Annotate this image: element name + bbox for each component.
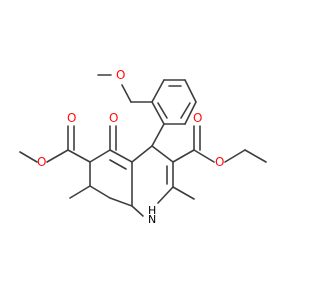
atom-labels: O O O O O O N H (37, 68, 224, 226)
atom-o-ester-right-carbonyl: O (193, 111, 202, 125)
bond (109, 197, 133, 207)
atom-o-ester-right-single: O (215, 155, 224, 169)
bond (151, 101, 165, 125)
molecule-structure: O O O O O O N H (19, 68, 267, 226)
atom-o-ester-left-single: O (37, 155, 46, 169)
bond (224, 149, 246, 163)
bond (121, 84, 132, 103)
bond (172, 186, 195, 200)
atom-h-ring: H (148, 204, 156, 217)
bond (67, 149, 91, 163)
bond (109, 159, 127, 170)
bond (131, 205, 144, 217)
bond (151, 79, 165, 103)
bond (157, 102, 168, 119)
bond (109, 149, 133, 163)
bond (69, 185, 91, 199)
bond (19, 151, 38, 163)
bond (89, 185, 111, 199)
bond (184, 101, 197, 125)
bond (184, 79, 197, 103)
bond (244, 149, 267, 163)
bond (46, 149, 69, 163)
bonds (19, 74, 267, 217)
bond (89, 149, 111, 163)
molecule-canvas: O O O O O O N H (19, 68, 267, 226)
bond (172, 149, 195, 163)
atom-o-methoxy: O (116, 68, 125, 82)
bond (157, 186, 174, 204)
bond (180, 102, 191, 119)
bond (193, 149, 215, 163)
bond (151, 145, 174, 163)
bond (151, 123, 165, 147)
atom-o-ester-left-carbonyl: O (67, 111, 76, 125)
atom-n-ring: N (148, 213, 156, 226)
bond (131, 145, 153, 163)
atom-o-ketone: O (109, 111, 118, 125)
